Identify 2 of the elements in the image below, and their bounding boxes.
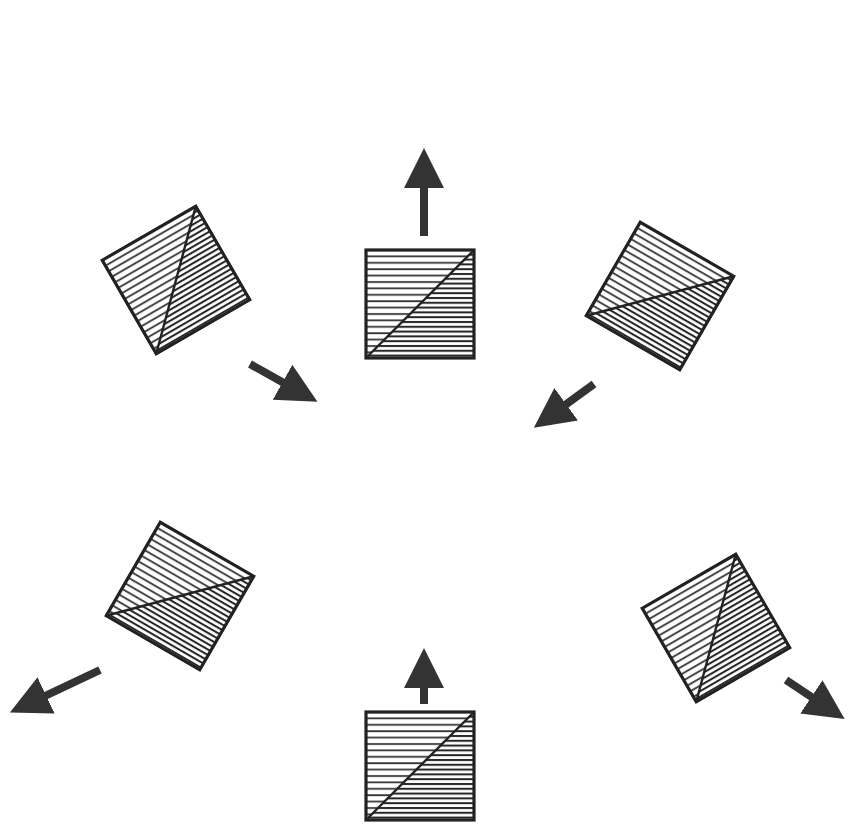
hatched-square [364, 248, 476, 360]
hatched-square [364, 710, 476, 822]
